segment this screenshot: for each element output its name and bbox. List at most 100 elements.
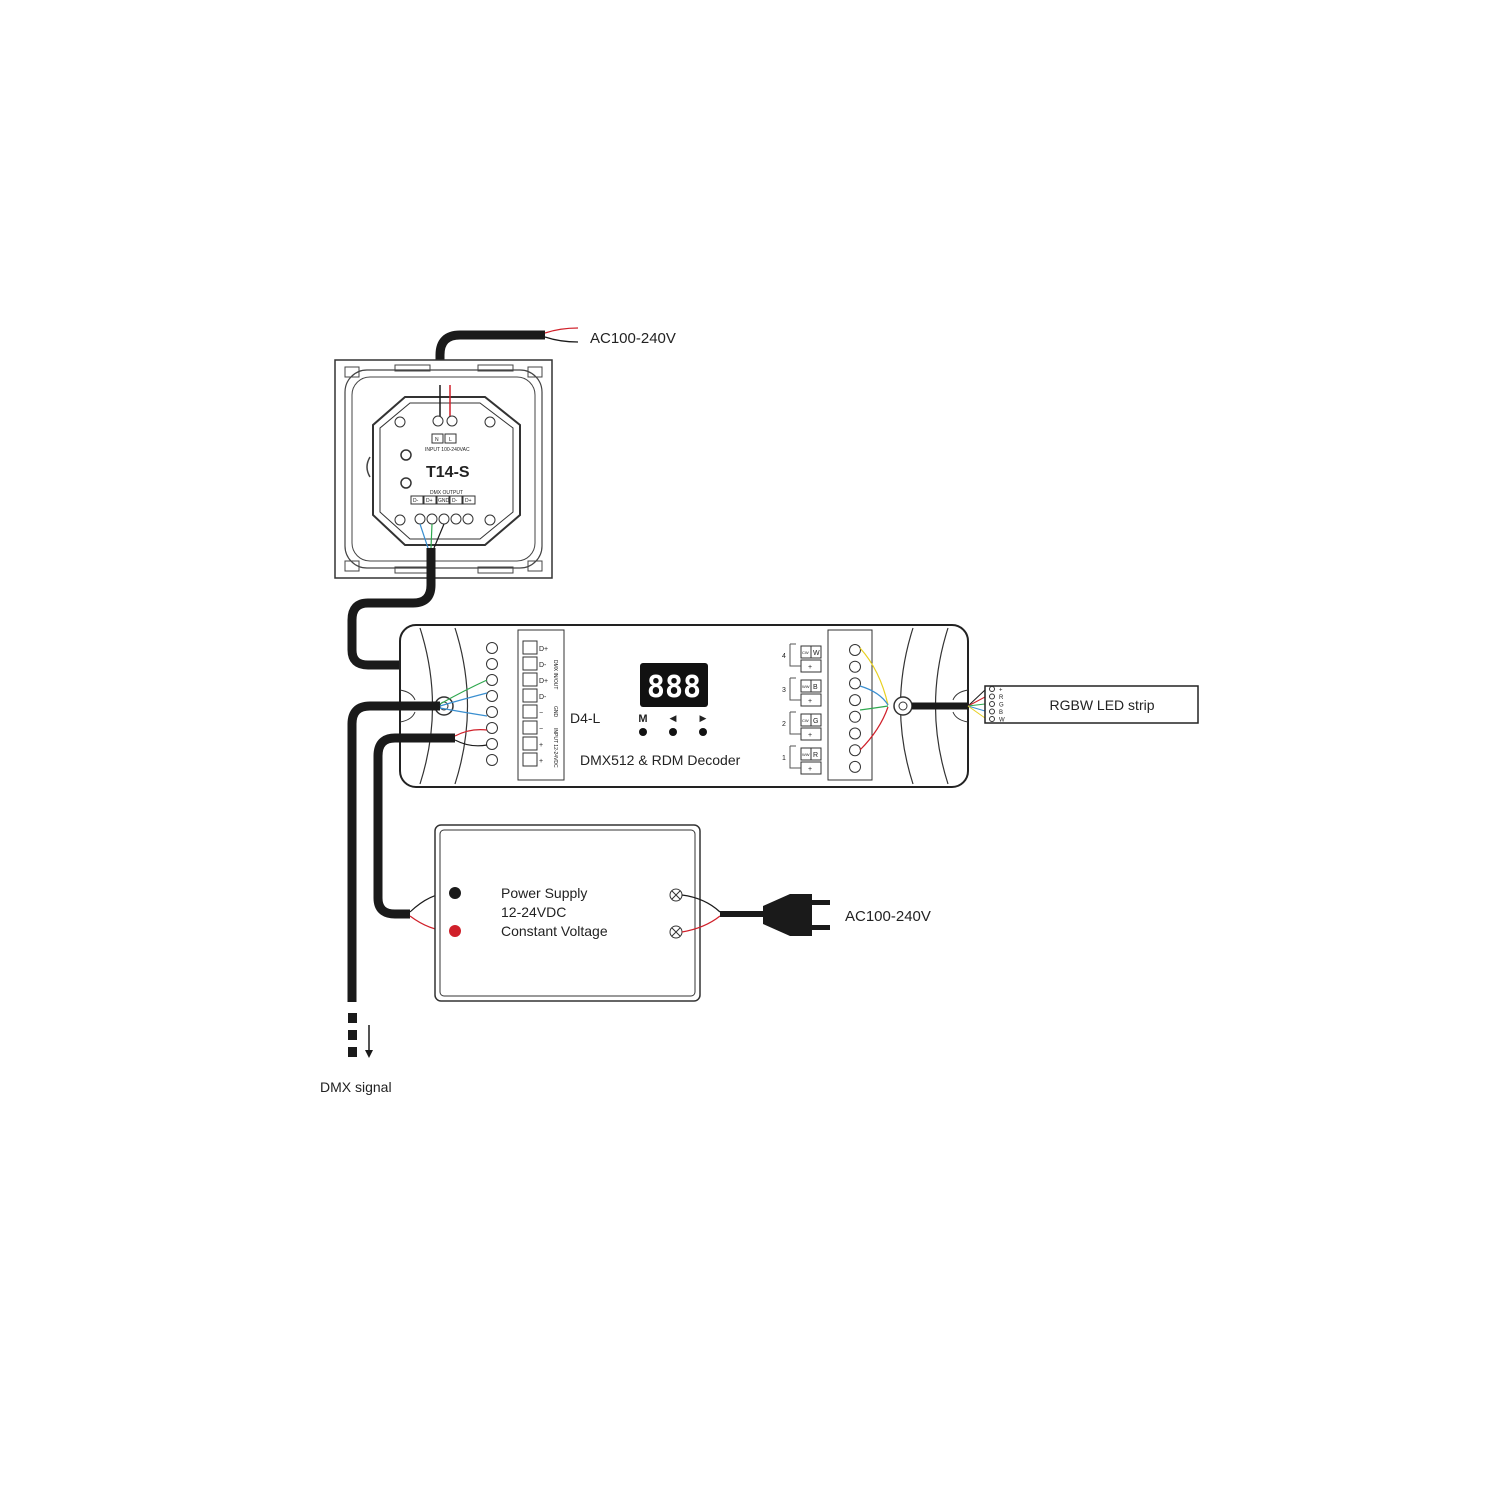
button-right[interactable]: [699, 728, 707, 736]
dmx-signal-label: DMX signal: [320, 1079, 392, 1095]
positive-terminal: [449, 925, 461, 937]
terminal-screw: [486, 674, 498, 686]
channel-plus: +: [808, 732, 812, 739]
strip-pin-label: +: [999, 688, 1003, 694]
negative-terminal: [449, 887, 461, 899]
terminal-label: D+: [539, 678, 548, 685]
output-terminal-label: D-: [452, 498, 458, 504]
terminal-screw: [849, 744, 861, 757]
channel-number: 1: [782, 755, 786, 762]
strip-pin-label: R: [999, 695, 1004, 701]
dmx-output-terminals: D- D+ GND D- D+: [410, 495, 476, 505]
strip-pin-label: W: [999, 718, 1005, 724]
input-12-24vdc-label: INPUT 12-24VDC: [552, 728, 558, 768]
terminal-screw: [486, 642, 498, 654]
led-icon: [789, 711, 801, 735]
channel-color: R: [813, 752, 818, 759]
terminal-screw: [486, 722, 498, 734]
power-supply: Power Supply 12-24VDC Constant Voltage: [434, 824, 721, 1002]
wall-panel-t14s: N L INPUT 100-240VAC T14-S DMX OUTPUT D-…: [334, 359, 553, 579]
ac-input-cable-top: AC100-240V: [435, 327, 676, 385]
dmx-output-label: DMX OUTPUT: [430, 490, 463, 496]
terminal-screw: [486, 690, 498, 702]
power-supply-line2: 12-24VDC: [501, 904, 566, 920]
power-supply-line3: Constant Voltage: [501, 923, 608, 939]
dmx-inout-label: DMX IN/OUT: [552, 660, 558, 689]
terminal-screw: [849, 760, 861, 773]
terminal-slot: [522, 736, 538, 751]
button-m[interactable]: [639, 728, 647, 736]
output-terminal-label: GND: [438, 498, 450, 504]
channel-color: B: [813, 684, 818, 691]
terminal-slot: [522, 640, 538, 655]
terminal-screw: [486, 706, 498, 718]
button-left-label: ◀: [670, 713, 677, 723]
channel-type: CW: [802, 650, 809, 655]
terminal-label: D-: [539, 662, 547, 669]
channel-number: 3: [782, 687, 786, 694]
terminal-slot: [522, 752, 538, 767]
input-label: INPUT 100-240VAC: [425, 447, 470, 453]
terminal-label: D-: [539, 694, 547, 701]
terminal-label: D+: [539, 646, 548, 653]
led-strip-label: RGBW LED strip: [1049, 697, 1154, 713]
strip-pin-label: B: [999, 710, 1003, 716]
decoder-name: DMX512 & RDM Decoder: [580, 752, 741, 768]
terminal-slot: [522, 656, 538, 671]
terminal-label: +: [539, 758, 543, 765]
channel-number: 4: [782, 653, 786, 660]
led-display: [640, 663, 708, 707]
channel-number: 2: [782, 721, 786, 728]
channel-type: WW: [802, 684, 810, 689]
terminal-screw: [486, 738, 498, 750]
button-left[interactable]: [669, 728, 677, 736]
terminal-label: −: [539, 726, 543, 733]
terminal-screw: [849, 710, 861, 723]
ac-plug-icon: AC100-240V: [720, 894, 931, 936]
button-m-label: M: [638, 713, 647, 725]
terminal-slot: [522, 672, 538, 687]
terminal-screw: [849, 677, 861, 690]
channel-plus: +: [808, 664, 812, 671]
terminal-screw: [849, 660, 861, 673]
display-digits: 888: [647, 670, 701, 705]
input-terminal-n: N: [435, 437, 439, 443]
terminal-slot: [522, 720, 538, 735]
terminal-slot: [522, 704, 538, 719]
led-icon: [789, 745, 801, 769]
ac-plug-label: AC100-240V: [845, 908, 931, 925]
channel-color: W: [813, 650, 820, 657]
power-supply-line1: Power Supply: [501, 885, 587, 901]
decoder-model: D4-L: [570, 710, 601, 726]
terminal-screw: [486, 754, 498, 766]
output-terminal-label: D+: [465, 498, 472, 504]
output-terminal-label: D-: [413, 498, 419, 504]
strip-pins: +RGBW: [989, 686, 1005, 724]
ac-top-label: AC100-240V: [590, 330, 676, 347]
led-icon: [789, 677, 801, 701]
led-strip-cable: [859, 647, 986, 751]
channel-color: G: [813, 718, 818, 725]
input-terminal-l: L: [449, 437, 452, 443]
channel-type: WW: [802, 752, 810, 757]
ac-terminal-icon: [669, 888, 683, 939]
terminal-screw: [849, 644, 861, 656]
terminal-screw: [849, 727, 861, 740]
strip-pin-label: G: [999, 703, 1004, 709]
channel-plus: +: [808, 698, 812, 705]
terminal-screw: [849, 694, 861, 707]
led-icon: [789, 643, 801, 667]
dmx-signal-cable: DMX signal: [320, 679, 488, 1095]
gnd-label: GND: [552, 706, 558, 718]
terminal-label: +: [539, 742, 543, 749]
channel-plus: +: [808, 766, 812, 773]
button-right-label: ▶: [700, 713, 707, 723]
rgbw-led-strip: RGBW LED strip +RGBW: [984, 685, 1199, 724]
wall-panel-model: T14-S: [426, 464, 470, 481]
terminal-screw: [486, 658, 498, 670]
terminal-slot: [522, 688, 538, 703]
terminal-label: −: [539, 710, 543, 717]
